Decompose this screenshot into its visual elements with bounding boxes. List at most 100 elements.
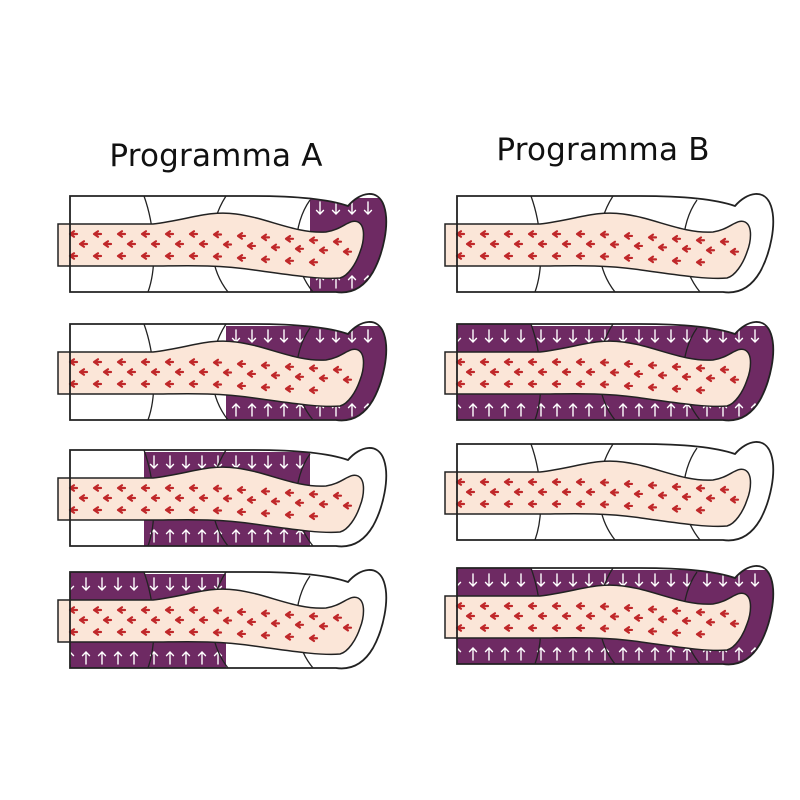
leg-arrow xyxy=(260,255,271,264)
pressure-arrow xyxy=(552,329,562,344)
pressure-arrow xyxy=(457,573,462,588)
program-b-title: Programma B xyxy=(496,132,710,168)
pressure-arrow xyxy=(618,646,628,661)
leg-arrow xyxy=(729,495,740,504)
leg-arrow xyxy=(503,380,514,388)
leg-arrow xyxy=(140,628,151,636)
sleeve-outline xyxy=(456,193,775,294)
leg-arrow xyxy=(150,494,161,502)
leg-arrow xyxy=(609,240,620,249)
leg-arrow xyxy=(647,233,658,242)
leg-arrow xyxy=(212,230,223,239)
pressure-arrow xyxy=(181,455,191,470)
leg-arrow xyxy=(729,619,740,628)
leg-arrow xyxy=(212,606,223,615)
sleeve-a-step-3 xyxy=(57,447,388,548)
leg-arrow xyxy=(599,500,610,509)
leg-arrow xyxy=(561,368,572,376)
pressure-arrow xyxy=(165,577,175,592)
leg-arrow xyxy=(575,624,586,632)
leg-arrow xyxy=(318,374,329,383)
leg-arrow xyxy=(174,368,185,376)
leg-arrow xyxy=(102,240,113,248)
leg-arrow xyxy=(575,358,586,366)
leg-arrow xyxy=(332,491,343,500)
leg-arrow xyxy=(164,506,175,514)
pressure-arrow xyxy=(279,402,289,417)
leg-arrow xyxy=(188,252,199,260)
leg-arrow xyxy=(308,364,319,373)
leg-arrow xyxy=(527,500,538,508)
leg-arrow xyxy=(599,230,610,239)
leg-arrow xyxy=(719,237,730,246)
leg-arrow xyxy=(671,384,682,393)
pressure-arrow xyxy=(197,650,207,665)
leg-arrow xyxy=(78,240,89,248)
leg-arrow xyxy=(116,380,127,388)
pressure-arrow xyxy=(315,329,325,344)
sleeve-outline xyxy=(69,447,388,548)
leg-arrow xyxy=(585,488,596,496)
leg-arrow xyxy=(479,624,490,632)
leg-arrow xyxy=(465,612,476,620)
pressure-arrow xyxy=(181,577,191,592)
leg-arrow xyxy=(308,512,319,521)
leg-arrow xyxy=(198,240,209,248)
sleeve-a-step-1 xyxy=(57,193,388,294)
leg-arrow xyxy=(657,615,668,624)
leg-arrow xyxy=(695,386,706,395)
pressure-arrow xyxy=(484,646,494,661)
leg-arrow xyxy=(212,484,223,493)
leg-arrow xyxy=(212,506,223,515)
leg-arrow xyxy=(705,374,716,383)
leg-arrow xyxy=(164,358,175,366)
sleeve-b-step-3 xyxy=(444,441,775,542)
pressure-arrow xyxy=(500,402,510,417)
pressure-arrow xyxy=(666,646,676,661)
leg-arrow xyxy=(609,488,620,497)
leg-arrow xyxy=(164,252,175,260)
leg-arrow xyxy=(236,360,247,368)
leg-arrow xyxy=(236,630,247,638)
leg-arrow xyxy=(342,375,353,384)
leg-arrow xyxy=(465,488,476,496)
leg-arrow xyxy=(647,481,658,490)
pressure-arrow xyxy=(295,455,305,470)
leg-arrow xyxy=(260,487,271,496)
pressure-arrow xyxy=(197,455,207,470)
leg-arrow xyxy=(174,494,185,502)
leg-arrow xyxy=(126,616,137,624)
leg-arrow xyxy=(647,361,658,370)
leg-arrow xyxy=(647,605,658,614)
pressure-arrow xyxy=(247,528,257,543)
leg-arrow xyxy=(695,608,706,617)
leg-arrow xyxy=(623,626,634,634)
pressure-arrow xyxy=(750,573,760,588)
leg-arrow xyxy=(585,612,596,620)
leg-arrow xyxy=(479,358,490,366)
pressure-arrow xyxy=(197,528,207,543)
pressure-arrow xyxy=(718,573,728,588)
leg-arrow xyxy=(92,484,103,492)
leg-flow-arrows xyxy=(455,230,740,267)
leg-arrow xyxy=(116,252,127,260)
leg-arrow xyxy=(599,252,610,261)
leg-arrow xyxy=(246,370,257,378)
leg-arrow xyxy=(705,246,716,255)
leg-arrow xyxy=(695,630,706,639)
pressure-arrow xyxy=(750,329,760,344)
sleeve-a-step-2 xyxy=(57,321,388,422)
leg-arrow xyxy=(294,244,305,253)
leg-arrow xyxy=(164,484,175,492)
leg-arrow xyxy=(284,362,295,371)
sleeve-b-step-1 xyxy=(444,193,775,294)
leg-arrow xyxy=(537,488,548,496)
pressure-arrow xyxy=(347,329,357,344)
leg-arrow xyxy=(695,236,706,245)
leg-arrow xyxy=(633,490,644,498)
pressure-arrow xyxy=(363,329,373,344)
leg-arrow xyxy=(318,500,329,509)
pressure-arrow xyxy=(468,402,478,417)
leg-arrow xyxy=(92,506,103,514)
leg-arrow xyxy=(551,602,562,610)
